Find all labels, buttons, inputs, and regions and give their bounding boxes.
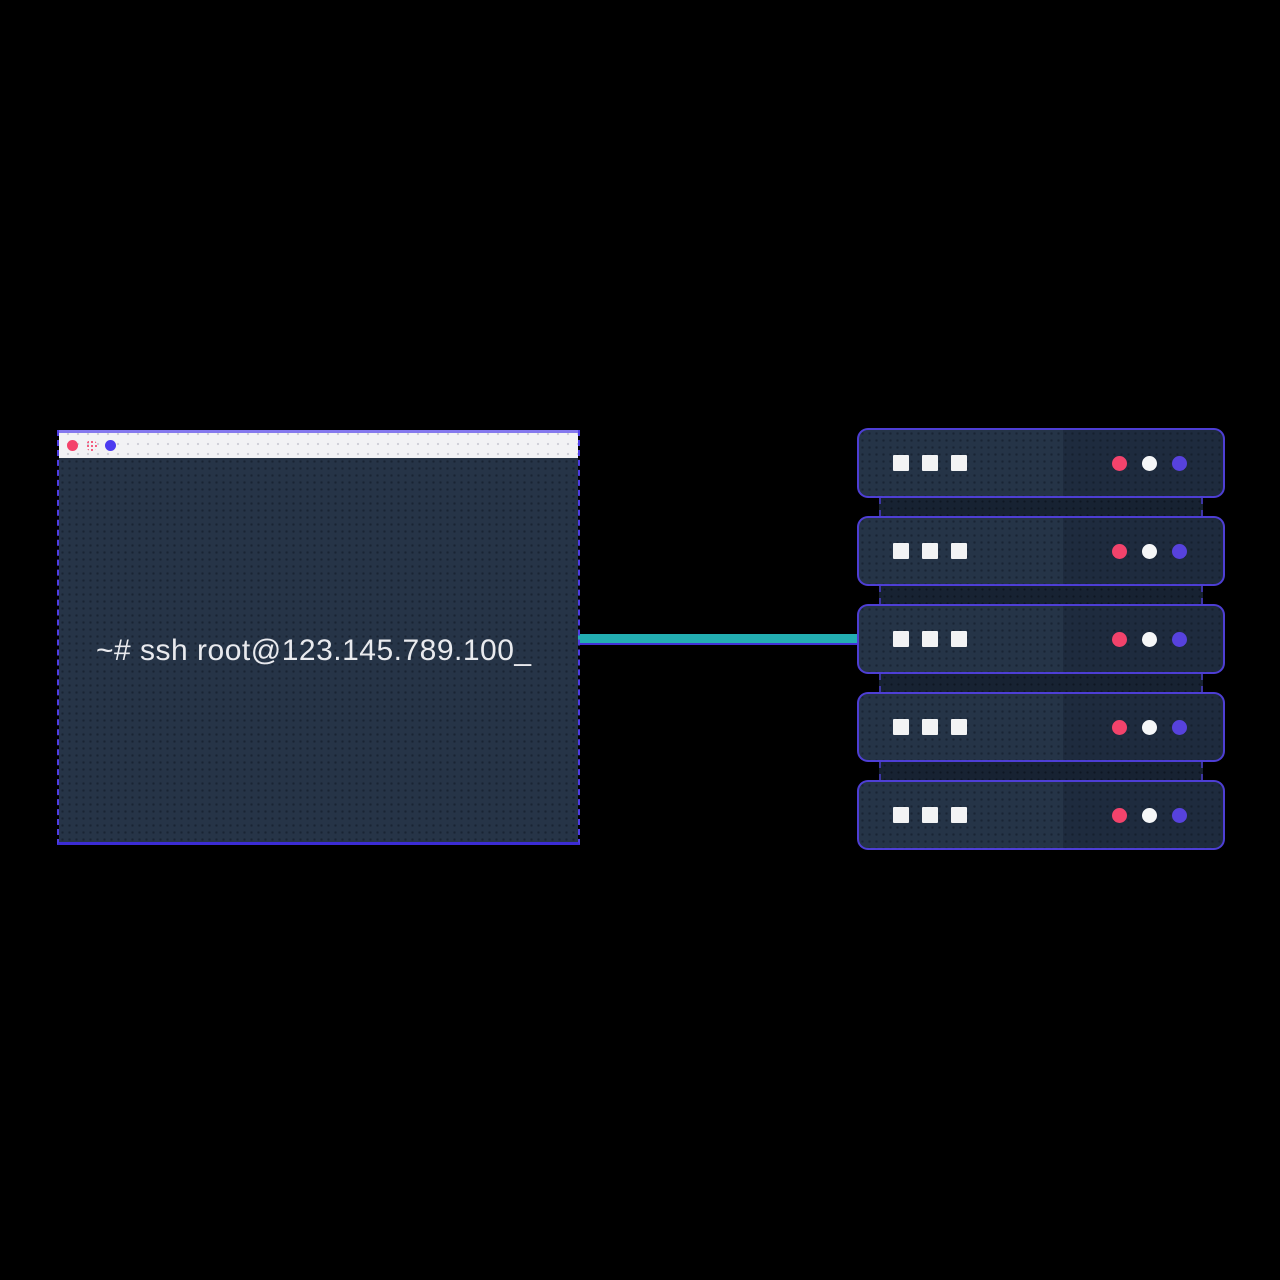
status-led-icon xyxy=(1172,455,1187,471)
status-led-icon xyxy=(1112,631,1127,647)
rack-connector xyxy=(879,762,1203,780)
ssh-command-prompt[interactable]: ~# ssh root@123.145.789.100_ xyxy=(96,634,532,667)
status-led-icon xyxy=(1112,543,1127,559)
status-led-icon xyxy=(1142,719,1157,735)
status-led-group xyxy=(1112,543,1187,559)
rack-connector xyxy=(879,498,1203,516)
status-led-icon xyxy=(1172,631,1187,647)
drive-bay-group xyxy=(893,719,967,735)
drive-bay-group xyxy=(893,807,967,823)
terminal-titlebar xyxy=(59,430,578,458)
rack-connector xyxy=(879,586,1203,604)
drive-bay-icon xyxy=(893,455,909,471)
status-led-group xyxy=(1112,631,1187,647)
drive-bay-icon xyxy=(922,543,938,559)
server-unit xyxy=(857,428,1225,498)
ssh-connection-line xyxy=(578,634,862,645)
drive-bay-icon xyxy=(893,631,909,647)
drive-bay-icon xyxy=(951,631,967,647)
drive-bay-group xyxy=(893,543,967,559)
status-led-icon xyxy=(1142,543,1157,559)
minimize-button-icon[interactable] xyxy=(86,440,97,451)
drive-bay-icon xyxy=(922,631,938,647)
status-led-icon xyxy=(1142,807,1157,823)
server-rack xyxy=(857,428,1225,850)
drive-bay-icon xyxy=(893,719,909,735)
drive-bay-icon xyxy=(922,719,938,735)
status-led-icon xyxy=(1112,719,1127,735)
status-led-icon xyxy=(1112,807,1127,823)
terminal-body: ~# ssh root@123.145.789.100_ xyxy=(59,458,578,842)
status-led-icon xyxy=(1172,719,1187,735)
status-led-group xyxy=(1112,455,1187,471)
drive-bay-icon xyxy=(893,807,909,823)
drive-bay-group xyxy=(893,455,967,471)
status-led-icon xyxy=(1112,455,1127,471)
drive-bay-icon xyxy=(951,455,967,471)
drive-bay-icon xyxy=(951,543,967,559)
server-unit xyxy=(857,780,1225,850)
drive-bay-icon xyxy=(951,807,967,823)
server-unit xyxy=(857,516,1225,586)
drive-bay-icon xyxy=(893,543,909,559)
status-led-icon xyxy=(1142,631,1157,647)
status-led-group xyxy=(1112,807,1187,823)
zoom-button-icon[interactable] xyxy=(105,440,116,451)
drive-bay-icon xyxy=(922,807,938,823)
drive-bay-icon xyxy=(922,455,938,471)
terminal-window: ~# ssh root@123.145.789.100_ xyxy=(57,430,580,845)
status-led-group xyxy=(1112,719,1187,735)
status-led-icon xyxy=(1172,807,1187,823)
server-unit xyxy=(857,604,1225,674)
rack-connector xyxy=(879,674,1203,692)
status-led-icon xyxy=(1142,455,1157,471)
drive-bay-icon xyxy=(951,719,967,735)
status-led-icon xyxy=(1172,543,1187,559)
drive-bay-group xyxy=(893,631,967,647)
close-button-icon[interactable] xyxy=(67,440,78,451)
server-unit xyxy=(857,692,1225,762)
